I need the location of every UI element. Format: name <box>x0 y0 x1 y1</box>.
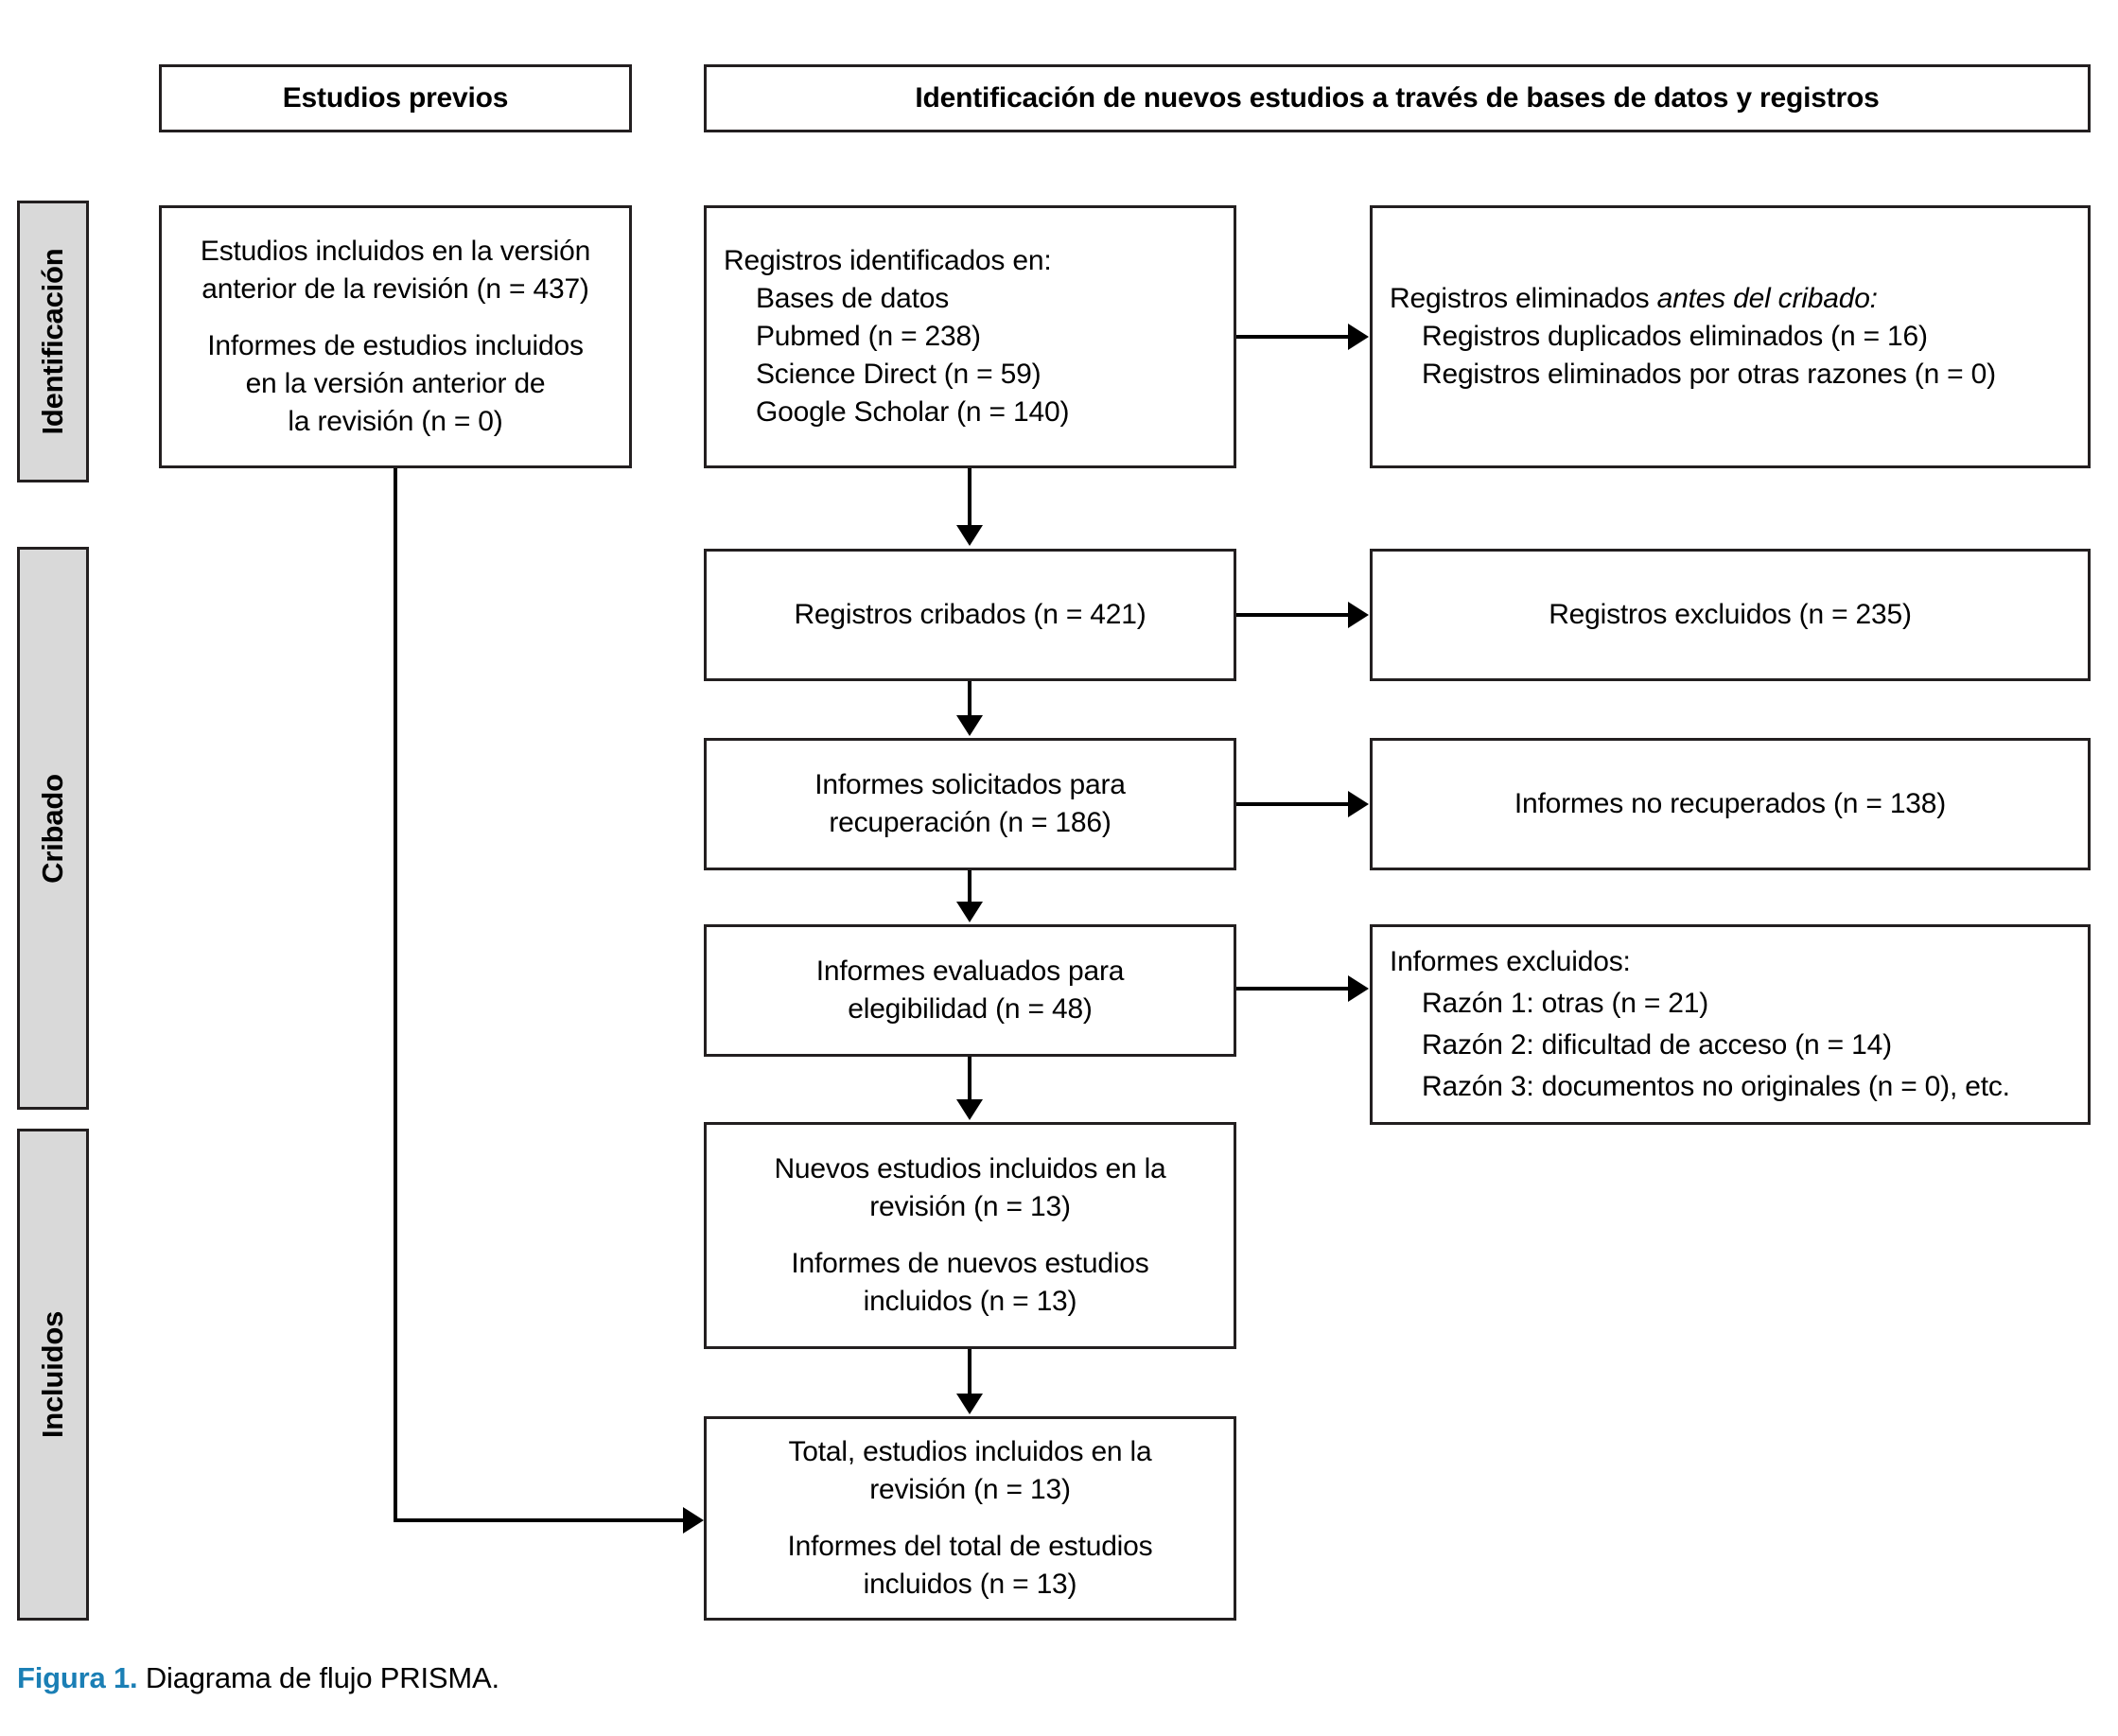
records-removed-title-italic: antes del cribado: <box>1656 282 1878 314</box>
box-records-screened: Registros cribados (n = 421) <box>704 549 1236 681</box>
prev-line4: en la versión anterior de <box>245 368 546 400</box>
records-identified-text: Registros identificados en: Bases de dat… <box>724 242 1217 432</box>
total-line3: Informes del total de estudios <box>787 1531 1153 1562</box>
figure-caption: Figura 1. Diagrama de flujo PRISMA. <box>17 1661 499 1695</box>
records-removed-text: Registros eliminados antes del cribado: … <box>1390 280 2071 395</box>
box-reports-excluded: Informes excluidos: Razón 1: otras (n = … <box>1370 924 2091 1125</box>
reports-assessed-line1: Informes evaluados para <box>815 955 1125 987</box>
records-identified-item-3: Science Direct (n = 59) <box>756 359 1041 391</box>
figure-caption-text: Diagrama de flujo PRISMA. <box>145 1661 499 1694</box>
reports-excluded-item-2: Razón 2: dificultad de acceso (n = 14) <box>1422 1029 1892 1061</box>
stage-label-incluidos: Incluidos <box>36 1310 69 1439</box>
records-removed-item-1: Registros duplicados eliminados (n = 16) <box>1422 320 1928 352</box>
stage-bar-incluidos: Incluidos <box>17 1129 89 1621</box>
connector-sought-to-assessed <box>968 870 971 905</box>
box-records-removed: Registros eliminados antes del cribado: … <box>1370 205 2091 468</box>
prev-line3: Informes de estudios incluidos <box>207 329 584 361</box>
box-records-identified: Registros identificados en: Bases de dat… <box>704 205 1236 468</box>
connector-screened-to-sought <box>968 681 971 719</box>
header-new-studies: Identificación de nuevos estudios a trav… <box>704 64 2091 132</box>
previous-studies-included-text: Estudios incluidos en la versión anterio… <box>179 233 612 442</box>
stage-label-identificacion: Identificación <box>36 248 69 435</box>
figure-caption-label: Figura 1. <box>17 1661 138 1694</box>
new-studies-line4: incluidos (n = 13) <box>863 1286 1077 1318</box>
arrowhead-previous-to-total <box>683 1507 704 1534</box>
reports-excluded-text: Informes excluidos: Razón 1: otras (n = … <box>1390 943 2071 1107</box>
arrowhead-sought-to-not-retrieved <box>1348 791 1369 817</box>
records-identified-item-4: Google Scholar (n = 140) <box>756 396 1070 429</box>
connector-sought-to-not-retrieved <box>1236 802 1350 806</box>
reports-excluded-item-3: Razón 3: documentos no originales (n = 0… <box>1422 1071 2010 1103</box>
box-previous-studies-included: Estudios incluidos en la versión anterio… <box>159 205 632 468</box>
new-studies-included-text: Nuevos estudios incluidos en la revisión… <box>724 1150 1217 1322</box>
records-screened-text: Registros cribados (n = 421) <box>794 598 1147 630</box>
records-excluded-text: Registros excluidos (n = 235) <box>1549 598 1912 630</box>
new-studies-line2: revisión (n = 13) <box>869 1190 1071 1222</box>
reports-sought-text: Informes solicitados para recuperación (… <box>724 766 1217 842</box>
records-removed-title-plain: Registros eliminados <box>1390 282 1657 314</box>
header-previous-studies-label: Estudios previos <box>282 82 509 114</box>
arrowhead-screened-to-excluded <box>1348 602 1369 628</box>
arrowhead-identified-to-screened <box>956 525 983 546</box>
connector-assessed-to-excluded <box>1236 987 1350 991</box>
arrowhead-new-studies-to-total <box>956 1394 983 1414</box>
box-reports-sought: Informes solicitados para recuperación (… <box>704 738 1236 870</box>
box-total-included: Total, estudios incluidos en la revisión… <box>704 1416 1236 1621</box>
box-reports-assessed: Informes evaluados para elegibilidad (n … <box>704 924 1236 1057</box>
connector-screened-to-excluded <box>1236 613 1350 617</box>
stage-bar-identificacion: Identificación <box>17 201 89 482</box>
arrowhead-sought-to-assessed <box>956 902 983 922</box>
box-records-excluded: Registros excluidos (n = 235) <box>1370 549 2091 681</box>
reports-assessed-text: Informes evaluados para elegibilidad (n … <box>724 953 1217 1028</box>
arrowhead-screened-to-sought <box>956 715 983 736</box>
reports-sought-line2: recuperación (n = 186) <box>829 807 1112 838</box>
reports-sought-line1: Informes solicitados para <box>814 768 1126 800</box>
total-included-text: Total, estudios incluidos en la revisión… <box>724 1433 1217 1604</box>
total-line2: revisión (n = 13) <box>869 1473 1071 1505</box>
new-studies-line3: Informes de nuevos estudios <box>791 1248 1149 1279</box>
prev-line1: Estudios incluidos en la versión <box>200 235 591 267</box>
connector-identified-to-screened <box>968 468 971 527</box>
records-removed-title: Registros eliminados antes del cribado: <box>1390 280 2071 318</box>
connector-new-studies-to-total <box>968 1349 971 1394</box>
stage-label-cribado: Cribado <box>36 773 69 884</box>
header-previous-studies: Estudios previos <box>159 64 632 132</box>
total-line4: incluidos (n = 13) <box>863 1569 1077 1601</box>
box-new-studies-included: Nuevos estudios incluidos en la revisión… <box>704 1122 1236 1349</box>
prev-line2: anterior de la revisión (n = 437) <box>201 272 589 305</box>
new-studies-line1: Nuevos estudios incluidos en la <box>774 1152 1166 1184</box>
arrowhead-assessed-to-new-studies <box>956 1099 983 1120</box>
connector-assessed-to-new-studies <box>968 1057 971 1101</box>
connector-previous-to-total-horizontal <box>394 1518 685 1522</box>
box-reports-not-retrieved: Informes no recuperados (n = 138) <box>1370 738 2091 870</box>
header-new-studies-label: Identificación de nuevos estudios a trav… <box>915 82 1880 114</box>
arrowhead-identified-to-removed <box>1348 324 1369 350</box>
records-identified-item-2: Pubmed (n = 238) <box>756 320 981 352</box>
reports-excluded-title: Informes excluidos: <box>1390 945 1631 977</box>
connector-previous-to-total-vertical <box>394 468 397 1520</box>
records-identified-item-1: Bases de datos <box>756 282 950 314</box>
reports-not-retrieved-text: Informes no recuperados (n = 138) <box>1514 787 1947 819</box>
reports-assessed-line2: elegibilidad (n = 48) <box>848 993 1093 1025</box>
stage-bar-cribado: Cribado <box>17 547 89 1110</box>
connector-identified-to-removed <box>1236 335 1350 339</box>
records-removed-item-2: Registros eliminados por otras razones (… <box>1422 359 1996 391</box>
arrowhead-assessed-to-excluded <box>1348 975 1369 1002</box>
reports-excluded-item-1: Razón 1: otras (n = 21) <box>1422 987 1709 1019</box>
total-line1: Total, estudios incluidos en la <box>788 1435 1152 1467</box>
records-identified-title: Registros identificados en: <box>724 244 1052 276</box>
prev-line5: la revisión (n = 0) <box>288 406 503 438</box>
